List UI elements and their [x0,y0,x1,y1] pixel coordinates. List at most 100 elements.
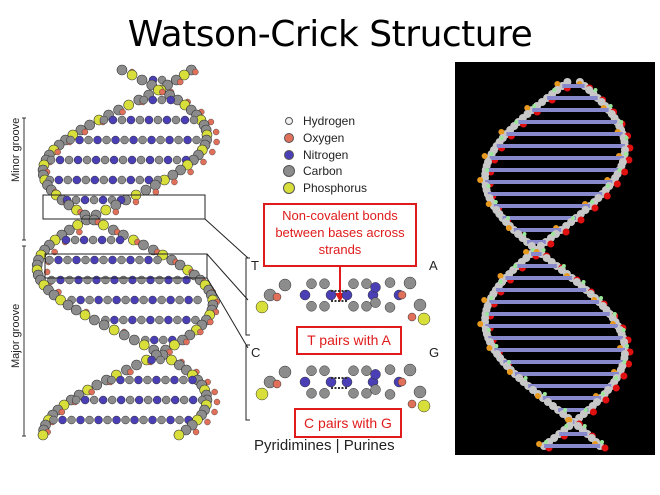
oxygen-atom [603,192,611,200]
base-atom [299,289,311,301]
backbone-atom [166,354,177,366]
base-atom [193,295,202,305]
base-atom [108,115,118,125]
base-atom [157,295,166,305]
oxygen-atom [397,290,407,300]
base-atom [148,95,158,105]
oxygen-atom [602,396,610,404]
base-atom [126,175,136,185]
base-atom [54,255,63,265]
hydrogen-atom [614,376,619,380]
base-atom [72,255,81,265]
major-groove-label: Major groove [10,303,22,368]
base-atom [139,295,148,305]
base-atom [103,415,112,425]
hydrogen-atom [624,136,629,140]
oxygen-atom [43,268,51,276]
oxygen-atom [211,388,218,396]
base-atom [71,195,81,205]
base-atom [183,135,192,145]
base-atom [319,301,330,312]
base-atom [67,415,76,425]
base-atom [166,95,176,105]
base-atom [153,115,163,125]
sugar-atom [403,363,417,377]
base-atom [166,415,175,425]
backbone-atom [175,164,186,176]
base-atom [189,115,199,125]
backbone-atom [178,69,190,81]
minor-groove-label: Minor groove [10,117,22,182]
base-atom [161,375,170,385]
oxygen-atom [209,148,216,156]
base-atom [100,155,110,165]
base-atom [108,255,117,265]
major-groove-bracket [22,245,26,437]
hydrogen-atom [608,104,613,108]
base-atom [58,415,67,425]
backbone-atom [131,359,142,371]
base-atom [348,388,359,399]
base-atom [129,135,138,145]
oxygen-atom [112,208,120,216]
legend-label: Oxygen [303,131,345,145]
hydrogen-atom [593,88,598,92]
base-atom [182,275,191,285]
base-atom [130,415,139,425]
base-atom [172,155,182,165]
zoom-box-upper [42,194,206,220]
base-atom [128,275,137,285]
base-atom [179,375,188,385]
phosphorus-atom [554,81,561,87]
base-atom [61,235,71,245]
base-atom [139,415,148,425]
hydrogen-atom [499,136,504,140]
base-atom [370,297,381,308]
legend-label: Hydrogen [303,114,356,128]
hydrogen-atom [513,264,518,268]
base-atom [188,375,197,385]
base-atom [118,155,128,165]
base-atom [99,115,109,125]
backbone-atom [100,204,112,216]
hydrogen-atom [486,328,491,332]
hydrogen-atom [563,408,568,412]
base-atom [134,395,144,405]
base-atom [370,369,381,380]
hydrogen-atom [612,312,617,316]
backbone-atom [126,69,138,81]
legend-item-carbon: Carbon [283,164,342,178]
base-atom [156,355,165,365]
base-atom [319,365,330,376]
hydrogen-atom [624,344,629,348]
base-atom [164,275,173,285]
base-atom [148,295,157,305]
hydrogen-atom [506,360,511,364]
base-atom [101,275,110,285]
legend-label: Carbon [303,164,343,178]
oxygen-atom [621,168,629,176]
base-atom [55,155,65,165]
base-atom [170,395,180,405]
base-atom [384,364,396,375]
base-atom [152,375,161,385]
base-atom [92,275,101,285]
backbone-atom [98,319,110,331]
phosphorus-atom [477,177,484,183]
base-atom [361,365,372,376]
hydrogen-atom [541,248,546,252]
base-atom [116,375,125,385]
pair-bracket-cg [245,344,250,421]
base-atom [171,115,181,125]
base-atom [46,155,56,165]
base-atom [170,375,179,385]
zoom-line [206,277,249,349]
base-atom [73,155,83,165]
base-atom [156,135,165,145]
base-label-t: T [251,258,259,273]
oxygen-atom [213,138,220,146]
hydrogen-atom [617,168,622,172]
base-atom [116,395,126,405]
oxygen-atom [132,198,140,206]
hydrogen-atom [571,216,576,220]
